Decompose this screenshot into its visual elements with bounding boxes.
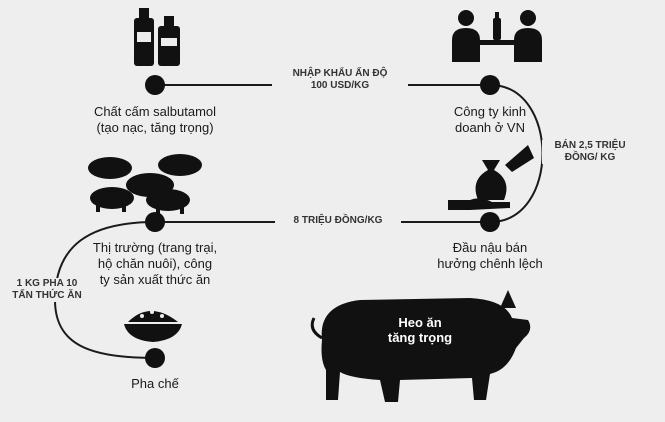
node-label-mixing: Pha chế — [131, 376, 179, 391]
bottles-icon — [134, 8, 180, 66]
edge-label-import: NHẬP KHẨU ẤN ĐỘ 100 USD/KG — [272, 68, 408, 92]
flow-connector — [53, 84, 544, 359]
node-label-salbutamol: Chất cấm salbutamol (tạo nạc, tăng trọng… — [93, 104, 217, 135]
edge-label-mixing-ratio: 1 KG PHA 10 TẤN THỨC ĂN — [2, 278, 92, 302]
node-dot-salbutamol — [145, 75, 165, 95]
edge-label-resale: BÁN 2,5 TRIỆU ĐỒNG/ KG — [542, 140, 638, 164]
pig-silhouette-icon — [310, 290, 531, 402]
node-label-market: Thị trường (trang trại, hộ chăn nuôi), c… — [92, 240, 218, 287]
node-dot-company — [480, 75, 500, 95]
node-dot-mixing — [145, 348, 165, 368]
node-dot-market — [145, 212, 165, 232]
edge-label-market-price: 8 TRIỆU ĐỒNG/KG — [275, 215, 401, 227]
node-dot-middleman — [480, 212, 500, 232]
feed-bowl-icon — [124, 310, 182, 342]
node-label-company: Công ty kinh doanh ở VN — [453, 104, 527, 135]
money-bag-hand-icon — [448, 145, 534, 210]
pig-label: Heo ăn tăng trọng — [387, 315, 453, 345]
pigs-group-icon — [88, 154, 202, 214]
business-handshake-icon — [452, 10, 542, 62]
node-label-middleman: Đầu nậu bán hưởng chênh lệch — [437, 240, 543, 271]
